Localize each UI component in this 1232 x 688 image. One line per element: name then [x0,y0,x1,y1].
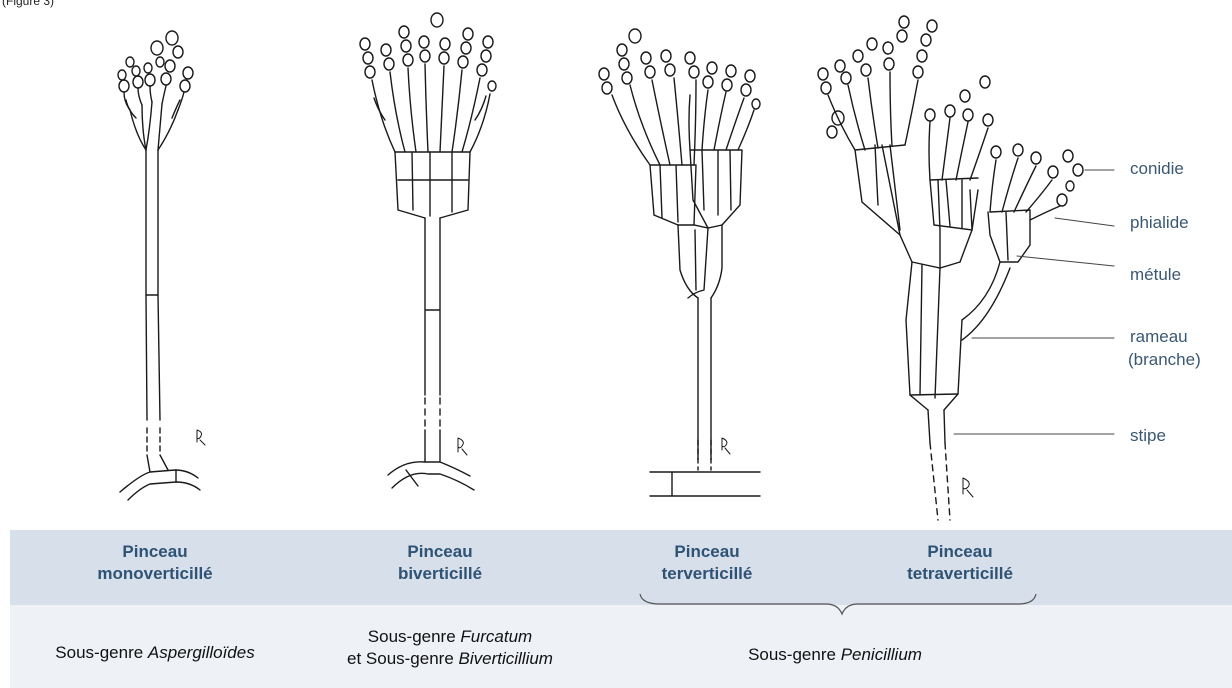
subgenus-name: Penicillium [841,645,922,664]
label-branche: (branche) [1128,350,1201,370]
type-line1: Pinceau [870,541,1050,563]
type-biverticille: Pinceau biverticillé [355,541,525,585]
label-rameau: rameau [1130,327,1188,347]
type-line2: tetraverticillé [870,563,1050,585]
type-tetraverticille: Pinceau tetraverticillé [870,541,1050,585]
terverticillate-diagram [599,29,760,496]
monoverticillate-diagram [118,31,205,500]
label-phialide: phialide [1130,213,1189,233]
type-line2: terverticillé [632,563,782,585]
tetraverticillate-diagram [818,16,1114,520]
type-line1: Pinceau [70,541,240,563]
label-conidie: conidie [1130,159,1184,179]
biverticillate-diagram [360,13,496,490]
subgenus-name: Aspergilloïdes [148,643,255,662]
label-stipe: stipe [1130,426,1166,446]
type-line2: biverticillé [355,563,525,585]
label-metule: métule [1130,265,1181,285]
type-terverticille: Pinceau terverticillé [632,541,782,585]
subgenus-name: Furcatum [460,627,532,646]
subgenus-prefix: Sous-genre [748,645,841,664]
type-line2: monoverticillé [70,563,240,585]
penicillium-conidiophore-illustration [0,0,1232,530]
subgenus-aspergilloides: Sous-genre Aspergilloïdes [30,642,280,664]
subgenus-penicillium: Sous-genre Penicillium [720,644,950,666]
type-line1: Pinceau [355,541,525,563]
type-monoverticille: Pinceau monoverticillé [70,541,240,585]
subgenus-prefix: et Sous-genre [347,649,459,668]
subgenus-name: Biverticillium [459,649,553,668]
grouping-brace [630,592,1050,622]
subgenus-prefix: Sous-genre [368,627,461,646]
type-line1: Pinceau [632,541,782,563]
subgenus-furcatum-biverticillium: Sous-genre Furcatum et Sous-genre Bivert… [315,626,585,670]
subgenus-prefix: Sous-genre [55,643,148,662]
